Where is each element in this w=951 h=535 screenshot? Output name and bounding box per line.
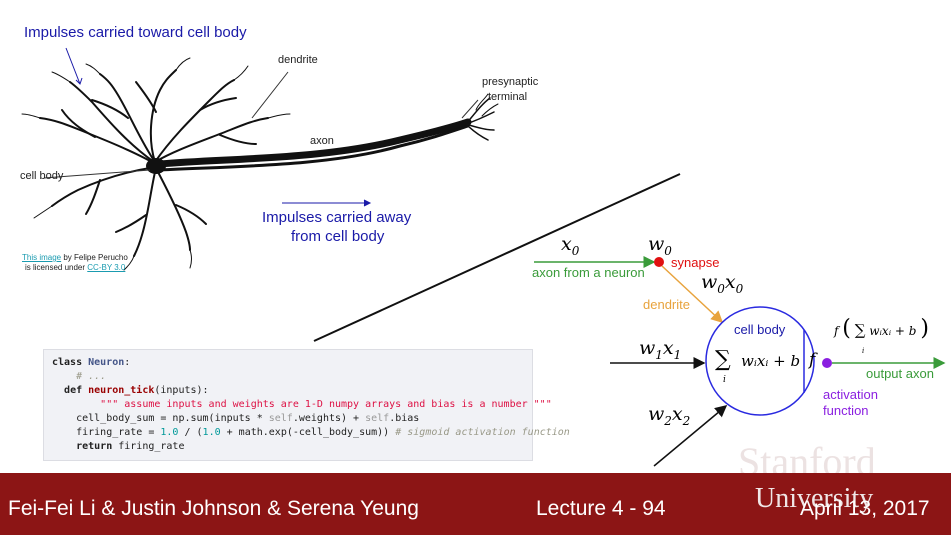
f-label: f xyxy=(809,350,816,370)
dendrite-model-label: dendrite xyxy=(643,297,690,312)
code-line-1: class Neuron: xyxy=(52,357,131,368)
cell-body-label: cell body xyxy=(20,170,64,182)
code-block: class Neuron: # ... def neuron_tick(inpu… xyxy=(43,349,570,461)
w0-label: w0 xyxy=(648,233,672,258)
code-line-4: """ assume inputs and weights are 1-D nu… xyxy=(76,399,552,410)
dendrite-label: dendrite xyxy=(278,54,318,66)
sum-term: wᵢxᵢ + b xyxy=(741,352,801,370)
impulses-toward-label: Impulses carried toward cell body xyxy=(24,24,247,41)
code-line-7: return firing_rate xyxy=(76,441,185,452)
sum-symbol: ∑ xyxy=(715,347,731,372)
license-link[interactable]: CC-BY 3.0 xyxy=(87,263,126,272)
impulses-away-label-2: from cell body xyxy=(291,228,385,245)
cell-body-shape xyxy=(146,158,166,174)
artificial-neuron-diagram xyxy=(534,256,946,467)
footer-date: April 13, 2017 xyxy=(800,497,930,520)
slide: Impulses carried toward cell body dendri… xyxy=(20,24,946,484)
stanford-logo-line2: University xyxy=(755,483,874,514)
code-line-6: firing_rate = 1.0 / (1.0 + math.exp(-cel… xyxy=(76,427,570,438)
code-line-3: def neuron_tick(inputs): xyxy=(64,385,209,396)
footer-lecture: Lecture 4 - 94 xyxy=(536,497,666,520)
axon-from-neuron-label: axon from a neuron xyxy=(532,265,645,280)
image-credit-line2: is licensed under CC-BY 3.0 xyxy=(25,263,126,272)
terminal-label: terminal xyxy=(488,91,528,103)
divider-line xyxy=(313,173,681,342)
code-line-5: cell_body_sum = np.sum(inputs * self.wei… xyxy=(76,413,420,424)
footer-authors: Fei-Fei Li & Justin Johnson & Serena Yeu… xyxy=(8,497,419,520)
axon-shape xyxy=(156,118,472,168)
output-axon-label: output axon xyxy=(866,366,934,381)
image-credit-line1: This image by Felipe Perucho xyxy=(22,253,128,262)
image-credit-link[interactable]: This image xyxy=(22,253,62,262)
activation-label-1: activation xyxy=(823,387,878,402)
cell-body-model-label: cell body xyxy=(734,322,786,337)
activation-label-2: function xyxy=(823,403,869,418)
sum-index: i xyxy=(723,375,726,385)
code-line-2: # ... xyxy=(64,371,107,382)
w1x1-label: w1x1 xyxy=(639,337,682,362)
code-listing: class Neuron: # ... def neuron_tick(inpu… xyxy=(44,350,570,454)
output-formula-index: i xyxy=(862,347,865,355)
x0-label: x0 xyxy=(561,233,580,258)
synapse-label: synapse xyxy=(671,255,720,270)
w0x0-label: w0x0 xyxy=(701,271,744,296)
impulses-away-label-1: Impulses carried away xyxy=(262,209,412,226)
synapse-dot xyxy=(654,257,664,267)
activation-dot xyxy=(822,358,832,368)
footer-bar: Fei-Fei Li & Justin Johnson & Serena Yeu… xyxy=(0,473,951,535)
w2x2-label: w2x2 xyxy=(648,403,691,428)
dendrite-arrow xyxy=(661,265,724,324)
output-formula: f ( ∑ wᵢxᵢ + b ) xyxy=(834,316,929,341)
biological-neuron-illustration xyxy=(21,47,499,271)
cell-body-circle xyxy=(705,306,815,416)
input-w2x2-arrow xyxy=(653,405,728,467)
axon-label: axon xyxy=(310,135,334,147)
presynaptic-label: presynaptic xyxy=(482,76,539,88)
